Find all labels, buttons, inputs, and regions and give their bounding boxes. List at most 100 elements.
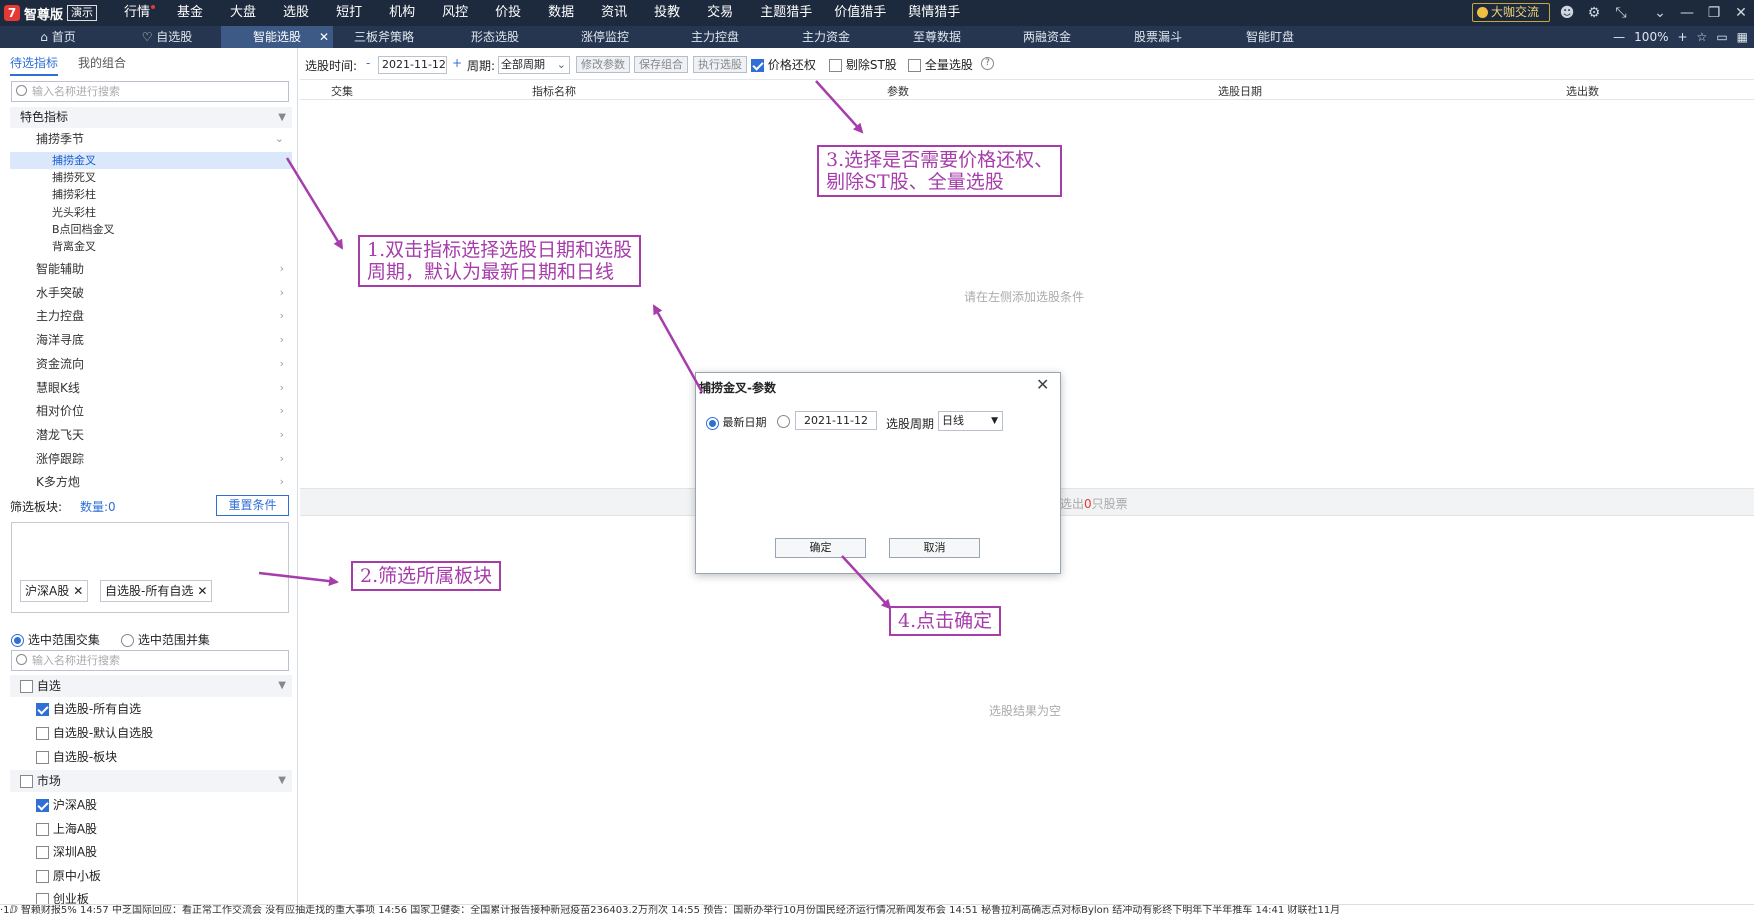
item-sz-a[interactable]: 深圳A股 xyxy=(10,841,292,863)
help-icon[interactable]: ? xyxy=(981,57,994,70)
category-special[interactable]: 特色指标▼ xyxy=(10,107,292,128)
leaf-death-cross[interactable]: 捕捞死叉 xyxy=(52,171,96,184)
restore-icon[interactable]: ❐ xyxy=(1707,5,1721,21)
checkbox[interactable] xyxy=(20,680,33,693)
indicator-search-input[interactable]: 输入名称进行搜索 xyxy=(11,81,289,102)
menu-item[interactable]: 机构 xyxy=(389,5,416,20)
user-icon[interactable]: ☻ xyxy=(1559,5,1575,21)
item-sh-a[interactable]: 上海A股 xyxy=(10,818,292,840)
menu-item[interactable]: 大盘 xyxy=(230,5,257,20)
menu-item[interactable]: 风控 xyxy=(442,5,469,20)
period-select[interactable]: 全部周期⌄ xyxy=(498,56,570,74)
zoom-out-icon[interactable]: — xyxy=(1613,30,1626,44)
group-self[interactable]: 自选▼ xyxy=(10,675,292,697)
leaf-b-pullback[interactable]: B点回档金叉 xyxy=(52,223,115,236)
chevron-down-icon[interactable]: ⌄ xyxy=(1654,5,1666,21)
group-market[interactable]: 市场▼ xyxy=(10,770,292,792)
checkbox[interactable] xyxy=(36,846,49,859)
price-restore-checkbox[interactable]: 价格还权 xyxy=(751,56,816,73)
sub-category[interactable]: K多方炮› xyxy=(10,472,292,492)
execute-pick-button[interactable]: 执行选股 xyxy=(693,56,747,73)
reset-conditions-button[interactable]: 重置条件 xyxy=(216,495,289,516)
sub-season[interactable]: 捕捞季节⌄ xyxy=(10,129,292,149)
item-gem[interactable]: 创业板 xyxy=(10,888,292,904)
tab-close-icon[interactable]: ✕ xyxy=(318,30,329,44)
star-icon[interactable]: ☆ xyxy=(1696,30,1708,44)
chip-remove-icon[interactable]: ✕ xyxy=(73,584,84,598)
menu-item[interactable]: 投教 xyxy=(654,5,681,20)
item-self-default[interactable]: 自选股-默认自选股 xyxy=(10,722,292,744)
chip-remove-icon[interactable]: ✕ xyxy=(197,584,208,598)
radio-union[interactable]: 选中范围并集 xyxy=(121,631,210,648)
sub-category[interactable]: 水手突破› xyxy=(10,283,292,303)
checkbox[interactable] xyxy=(36,799,49,812)
item-hs-a[interactable]: 沪深A股 xyxy=(10,794,292,816)
sub-category[interactable]: 涨停跟踪› xyxy=(10,449,292,469)
checkbox[interactable] xyxy=(36,893,49,904)
layout-icon[interactable]: ▦ xyxy=(1736,30,1748,44)
leaf-golden-cross[interactable]: 捕捞金叉 xyxy=(10,152,292,169)
leaf-divergence[interactable]: 背离金叉 xyxy=(52,240,96,253)
menu-item[interactable]: 短打 xyxy=(336,5,363,20)
cancel-button[interactable]: 取消 xyxy=(889,538,980,558)
menu-item[interactable]: 价投 xyxy=(495,5,522,20)
date-minus-button[interactable]: - xyxy=(366,56,371,70)
tab-main-control[interactable]: 主力控盘 xyxy=(675,26,755,48)
leaf-color-bar[interactable]: 捕捞彩柱 xyxy=(52,188,96,201)
sub-category[interactable]: 相对价位› xyxy=(10,401,292,421)
close-icon[interactable]: ✕ xyxy=(1735,5,1747,21)
radio-latest-date[interactable]: 最新日期 xyxy=(706,414,767,430)
minimize-icon[interactable]: — xyxy=(1680,5,1694,21)
tab-smart-watch[interactable]: 智能盯盘 xyxy=(1230,26,1310,48)
exclude-st-checkbox[interactable]: 剔除ST股 xyxy=(829,56,897,73)
tab-supreme-data[interactable]: 至尊数据 xyxy=(897,26,977,48)
full-pick-checkbox[interactable]: 全量选股 xyxy=(908,56,973,73)
menu-item[interactable]: 舆情猎手 xyxy=(908,5,961,20)
checkbox[interactable] xyxy=(36,703,49,716)
screen-icon[interactable]: ▭ xyxy=(1716,30,1728,44)
menu-item[interactable]: 行情 xyxy=(124,0,156,26)
menu-item[interactable]: 交易 xyxy=(707,5,734,20)
tab-watchlist[interactable]: ♡ 自选股 xyxy=(130,26,204,48)
menu-item[interactable]: 主题猎手 xyxy=(760,5,813,20)
modify-params-button[interactable]: 修改参数 xyxy=(576,56,630,73)
shrink-icon[interactable]: ⤡ xyxy=(1615,5,1627,21)
item-self-all[interactable]: 自选股-所有自选 xyxy=(10,698,292,720)
ok-button[interactable]: 确定 xyxy=(775,538,866,558)
close-icon[interactable]: ✕ xyxy=(1036,375,1050,394)
item-self-sector[interactable]: 自选股-板块 xyxy=(10,746,292,768)
tab-indicators[interactable]: 待选指标 xyxy=(10,54,59,76)
dialog-period-select[interactable]: 日线▼ xyxy=(938,411,1003,431)
tab-pattern-pick[interactable]: 形态选股 xyxy=(455,26,535,48)
tab-margin-funds[interactable]: 两融资金 xyxy=(1007,26,1087,48)
zoom-in-icon[interactable]: + xyxy=(1677,30,1688,44)
date-input[interactable]: 2021-11-12 xyxy=(378,56,447,74)
settings-icon[interactable]: ⚙ xyxy=(1587,5,1601,21)
tab-home[interactable]: ⌂ 首页 xyxy=(28,26,88,48)
sub-category[interactable]: 潜龙飞天› xyxy=(10,425,292,445)
checkbox[interactable] xyxy=(36,727,49,740)
item-sme[interactable]: 原中小板 xyxy=(10,865,292,887)
checkbox[interactable] xyxy=(20,775,33,788)
date-plus-button[interactable]: + xyxy=(452,56,463,70)
menu-item[interactable]: 资讯 xyxy=(601,5,628,20)
radio-custom-date[interactable] xyxy=(777,414,790,428)
sub-category[interactable]: 慧眼K线› xyxy=(10,378,292,398)
menu-item[interactable]: 价值猎手 xyxy=(834,5,887,20)
daka-exchange-button[interactable]: 大咖交流 xyxy=(1472,3,1550,22)
tab-my-combo[interactable]: 我的组合 xyxy=(78,56,127,70)
checkbox[interactable] xyxy=(36,751,49,764)
menu-item[interactable]: 数据 xyxy=(548,5,575,20)
checkbox[interactable] xyxy=(36,870,49,883)
sector-search-input[interactable]: 输入名称进行搜索 xyxy=(11,650,289,671)
tab-three-axe[interactable]: 三板斧策略 xyxy=(344,26,424,48)
tab-smart-pick[interactable]: 智能选股 ✕ xyxy=(221,26,333,48)
sub-category[interactable]: 智能辅助› xyxy=(10,259,292,279)
menu-item[interactable]: 选股 xyxy=(283,5,310,20)
checkbox[interactable] xyxy=(36,823,49,836)
tab-main-funds[interactable]: 主力资金 xyxy=(786,26,866,48)
dialog-date-input[interactable]: 2021-11-12 xyxy=(795,411,877,430)
sub-category[interactable]: 资金流向› xyxy=(10,354,292,374)
menu-item[interactable]: 基金 xyxy=(177,5,204,20)
radio-intersect[interactable]: 选中范围交集 xyxy=(11,631,100,648)
